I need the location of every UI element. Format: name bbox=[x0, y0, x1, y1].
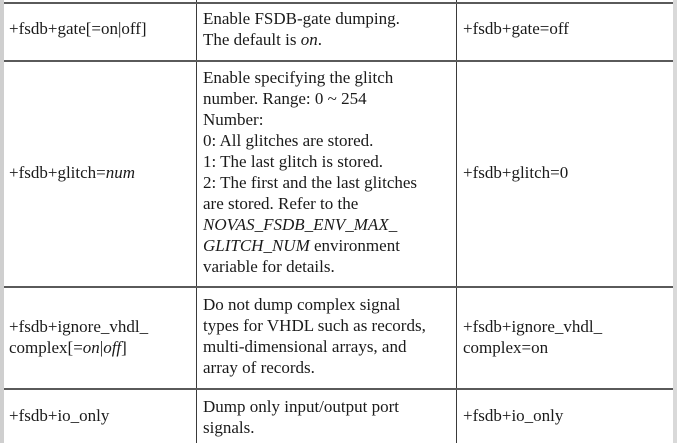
description-line: The default is on. bbox=[203, 30, 322, 49]
description-line: GLITCH_NUM environment bbox=[203, 236, 400, 255]
example-cell: +fsdb+gate=off bbox=[463, 19, 569, 38]
row-divider-2 bbox=[4, 286, 673, 288]
description-cell: Enable FSDB-gate dumping. The default is… bbox=[203, 8, 400, 50]
example-cell: +fsdb+glitch=0 bbox=[463, 163, 569, 182]
option-cell: +fsdb+glitch=num bbox=[9, 163, 136, 182]
description-cell: Do not dump complex signal types for VHD… bbox=[203, 294, 426, 378]
row-divider-3 bbox=[4, 388, 673, 390]
description-line: 1: The last glitch is stored. bbox=[203, 152, 384, 171]
example-line: complex=on bbox=[463, 338, 549, 357]
description-line: Dump only input/output port bbox=[203, 397, 399, 416]
description-cell: Enable specifying the glitch number. Ran… bbox=[203, 67, 417, 277]
description-line: NOVAS_FSDB_ENV_MAX_ bbox=[203, 215, 398, 234]
example-cell: +fsdb+ignore_vhdl_ complex=on bbox=[463, 316, 602, 358]
left-margin-strip bbox=[0, 0, 4, 443]
description-line: number. Range: 0 ~ 254 bbox=[203, 89, 367, 108]
description-line: 2: The first and the last glitches bbox=[203, 173, 418, 192]
row-divider-0 bbox=[4, 2, 673, 4]
description-line: array of records. bbox=[203, 358, 315, 377]
description-line: Enable specifying the glitch bbox=[203, 68, 394, 87]
option-line: +fsdb+ignore_vhdl_ bbox=[9, 317, 149, 336]
description-line: types for VHDL such as records, bbox=[203, 316, 426, 335]
column-divider-2 bbox=[456, 0, 457, 443]
description-line: 0: All glitches are stored. bbox=[203, 131, 374, 150]
description-line: signals. bbox=[203, 418, 255, 437]
option-cell: +fsdb+gate[=on|off] bbox=[9, 19, 147, 38]
description-line: variable for details. bbox=[203, 257, 335, 276]
example-line: +fsdb+ignore_vhdl_ bbox=[463, 317, 603, 336]
option-cell: +fsdb+ignore_vhdl_ complex[=on|off] bbox=[9, 316, 148, 358]
option-cell: +fsdb+io_only bbox=[9, 406, 110, 425]
example-cell: +fsdb+io_only bbox=[463, 406, 564, 425]
description-line: Number: bbox=[203, 110, 264, 129]
description-line: Do not dump complex signal bbox=[203, 295, 401, 314]
description-line: are stored. Refer to the bbox=[203, 194, 359, 213]
description-cell: Dump only input/output port signals. bbox=[203, 396, 399, 438]
description-line: multi-dimensional arrays, and bbox=[203, 337, 407, 356]
column-divider-1 bbox=[196, 0, 197, 443]
description-line: Enable FSDB-gate dumping. bbox=[203, 9, 400, 28]
right-margin-strip bbox=[673, 0, 677, 443]
option-line: complex[=on|off] bbox=[9, 338, 127, 357]
row-divider-1 bbox=[4, 60, 673, 62]
